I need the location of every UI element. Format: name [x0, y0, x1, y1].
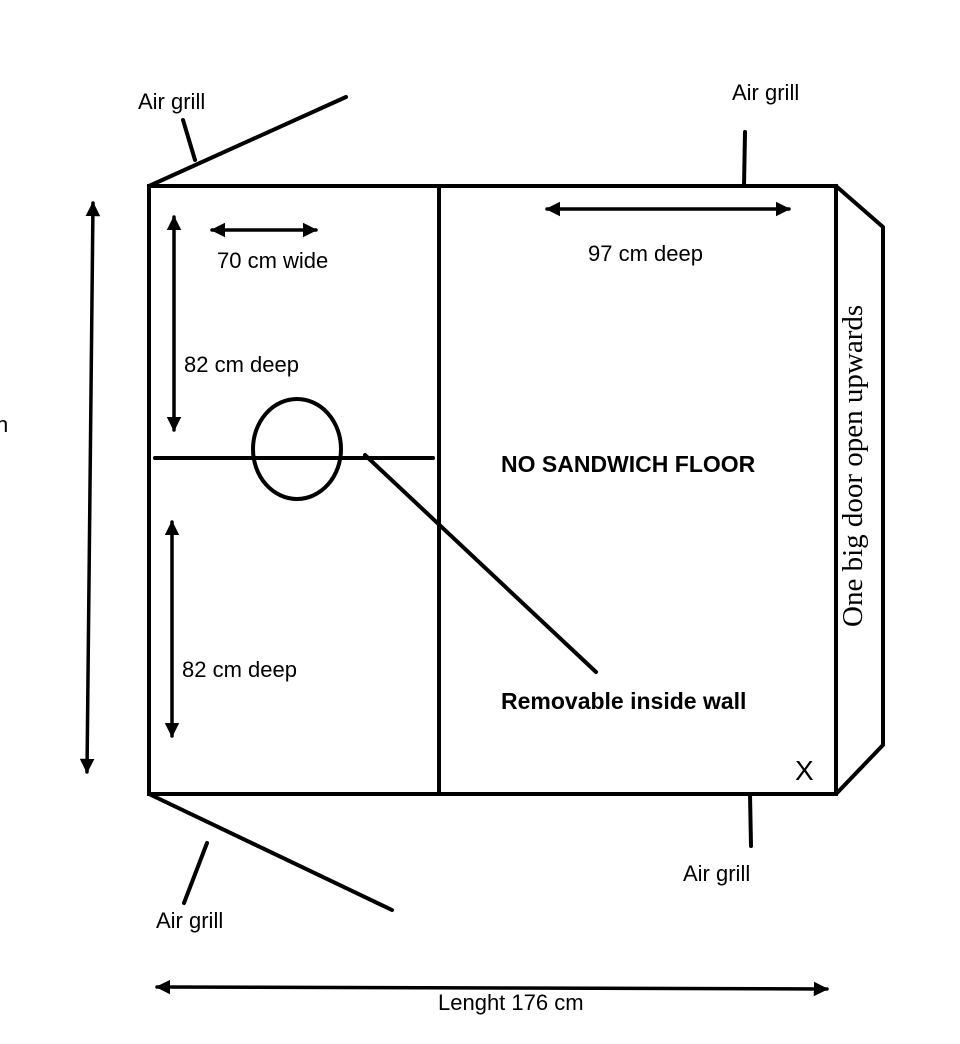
- depth-lower-left-label: 82 cm deep: [182, 657, 297, 682]
- container-outline: [147, 184, 838, 796]
- door-outline: [834, 184, 885, 796]
- air-grill-top-right-label: Air grill: [732, 80, 799, 105]
- mark-x: X: [795, 755, 814, 786]
- air-grill-top-right-pointer: [742, 130, 747, 188]
- height-arrow: [79, 201, 101, 774]
- depth-right-label: 97 cm deep: [588, 241, 703, 266]
- air-grill-bottom-left-pointer: [182, 841, 209, 905]
- air-grill-bottom-right-pointer: [748, 792, 753, 848]
- left-edge-fragment: n: [0, 412, 8, 437]
- door-label: One big door open upwards: [837, 305, 869, 627]
- air-grill-bottom-left-label: Air grill: [156, 908, 223, 933]
- air-grill-top-left-pointer: [181, 118, 197, 162]
- no-sandwich-floor-label: NO SANDWICH FLOOR: [501, 451, 756, 477]
- air-grill-bottom-left-flap: [147, 792, 394, 912]
- width-top-left-label: 70 cm wide: [217, 248, 328, 273]
- removable-wall-pointer: [363, 453, 598, 674]
- depth-upper-left-label: 82 cm deep: [184, 352, 299, 377]
- air-grill-top-left-flap: [147, 95, 348, 188]
- length-label: Lenght 176 cm: [438, 990, 584, 1015]
- wall-highlight-circle: [251, 397, 343, 501]
- removable-inside-wall-label: Removable inside wall: [501, 688, 746, 714]
- air-grill-top-left-label: Air grill: [138, 89, 205, 114]
- air-grill-bottom-right-label: Air grill: [683, 861, 750, 886]
- length-arrow: [155, 979, 829, 997]
